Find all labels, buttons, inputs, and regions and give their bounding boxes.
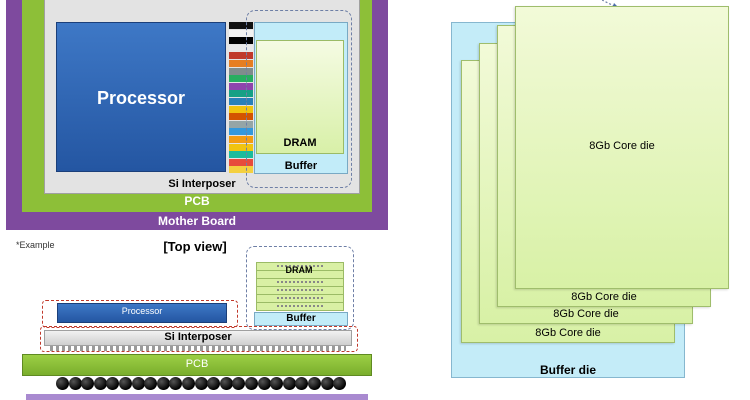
side-pcb-label: PCB: [185, 358, 209, 370]
solder-ball: [270, 377, 284, 390]
interconnect-stripe: [229, 128, 253, 136]
side-dram-layer: [256, 302, 344, 311]
solder-ball: [295, 377, 309, 390]
interconnect-stripe: [229, 98, 253, 105]
interconnect-stripe: [229, 67, 253, 75]
side-dram-label: DRAM: [285, 265, 313, 275]
solder-ball: [169, 377, 183, 390]
side-interposer-dashed-outline: [40, 326, 358, 352]
solder-ball: [156, 377, 170, 390]
top-view-caption: [Top view]: [163, 239, 227, 254]
solder-ball: [257, 377, 271, 390]
side-mother-board: [26, 394, 368, 400]
side-hbm-dashed-outline: [246, 246, 354, 330]
interconnect-stripe: [229, 105, 253, 113]
side-processor: [57, 303, 227, 323]
side-processor-label: Processor: [121, 306, 163, 316]
core-die-label: 8Gb Core die: [535, 327, 601, 339]
buffer-die-label: Buffer die: [539, 363, 596, 377]
side-buffer: [254, 312, 348, 326]
solder-ball: [320, 377, 334, 390]
solder-ball: [119, 377, 132, 390]
interconnect-stripe: [229, 166, 253, 174]
solder-balls: [56, 377, 347, 392]
buffer-label: Buffer: [284, 160, 318, 172]
interconnect-stripe: [229, 90, 253, 98]
micro-bumps: [50, 346, 346, 351]
side-si-interposer: [44, 330, 352, 346]
solder-ball: [68, 377, 82, 390]
interconnect-stripe: [229, 151, 253, 159]
interconnect-stripe: [229, 22, 253, 29]
interconnect-stripe: [229, 136, 253, 143]
core-die-label: 8Gb Core die: [589, 140, 655, 152]
interconnect-stripe: [229, 143, 253, 151]
interconnect-stripe: [229, 120, 253, 128]
solder-ball: [308, 377, 321, 390]
example-note: *Example: [16, 240, 55, 250]
si-interposer-label: Si Interposer: [168, 178, 236, 190]
interconnect-stripe: [229, 29, 253, 37]
core-die-label: 8Gb Core die: [571, 291, 637, 303]
solder-ball: [81, 377, 95, 390]
processor: [56, 22, 226, 172]
interconnect-stripe: [229, 75, 253, 83]
pcb-label: PCB: [184, 194, 210, 208]
hbm-dashed-outline: [246, 10, 352, 188]
dram: [256, 40, 344, 154]
solder-ball: [56, 377, 69, 390]
core-die-label: 8Gb Core die: [553, 308, 619, 320]
interconnect-stripe: [229, 113, 253, 121]
solder-ball: [333, 377, 347, 390]
solder-ball: [207, 377, 221, 390]
interconnect-stripe: [229, 158, 253, 166]
solder-ball: [219, 377, 233, 390]
side-si-interposer-label: Si Interposer: [164, 331, 232, 343]
dram-label: DRAM: [283, 137, 317, 149]
interconnect-stripe: [229, 82, 253, 90]
solder-ball: [93, 377, 107, 390]
interconnect-stripe: [229, 37, 253, 45]
interconnect-stripe: [229, 60, 253, 67]
interconnect-stripe: [229, 52, 253, 60]
interconnect-stripes: [229, 22, 253, 174]
solder-ball: [131, 377, 145, 390]
core-die: [515, 6, 729, 289]
solder-ball: [182, 377, 195, 390]
side-processor-dashed-outline: [42, 300, 238, 328]
solder-ball: [106, 377, 120, 390]
solder-ball: [194, 377, 208, 390]
solder-ball: [245, 377, 258, 390]
processor-label: Processor: [96, 88, 186, 108]
solder-ball: [282, 377, 296, 390]
interconnect-stripe: [229, 44, 253, 52]
mother-board-label: Mother Board: [158, 214, 236, 228]
solder-ball: [232, 377, 246, 390]
side-pcb: [22, 354, 372, 376]
side-buffer-label: Buffer: [286, 313, 316, 324]
solder-ball: [144, 377, 158, 390]
